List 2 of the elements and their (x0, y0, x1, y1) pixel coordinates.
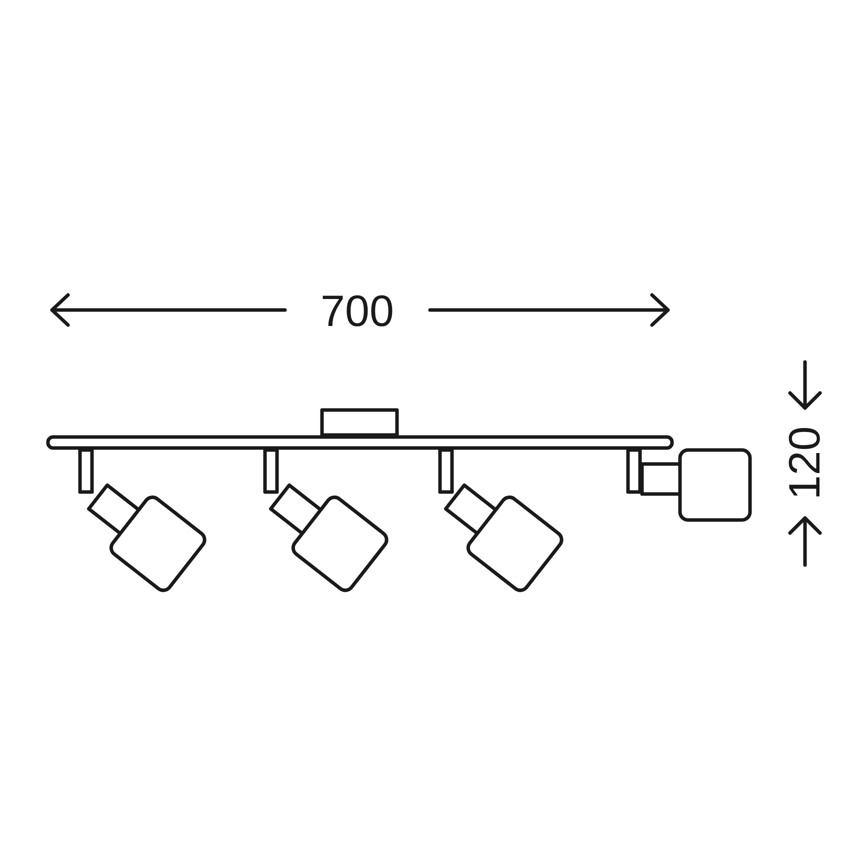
dimension-label: 120 (783, 426, 828, 500)
dimension-label: 700 (320, 290, 394, 334)
